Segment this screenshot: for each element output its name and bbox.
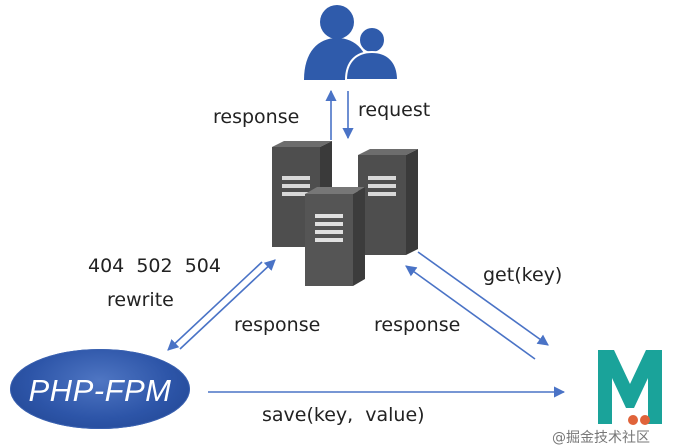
save-label: save(key, value) (262, 404, 425, 426)
rewrite-label: rewrite (107, 289, 174, 311)
status-codes-label: 404 502 504 (88, 255, 221, 277)
get-key-label: get(key) (483, 264, 563, 286)
arrow-server-to-fpm (167, 261, 263, 351)
fpm-response-label: response (234, 314, 321, 336)
php-fpm-label: PHP-FPM (28, 373, 172, 408)
php-fpm-node: PHP-FPM (10, 349, 190, 429)
cache-response-label: response (374, 314, 461, 336)
server-rack-icon (272, 141, 418, 286)
arrow-server-to-cache (417, 251, 549, 346)
user-response-label: response (213, 106, 300, 128)
watermark: @掘金技术社区 (552, 430, 650, 446)
memcached-logo-icon (598, 350, 662, 425)
arrows (167, 89, 566, 398)
arrow-fpm-to-server (179, 259, 276, 350)
user-request-label: request (358, 99, 431, 121)
arrow-cache-to-server (405, 265, 536, 360)
users-icon (304, 5, 400, 81)
